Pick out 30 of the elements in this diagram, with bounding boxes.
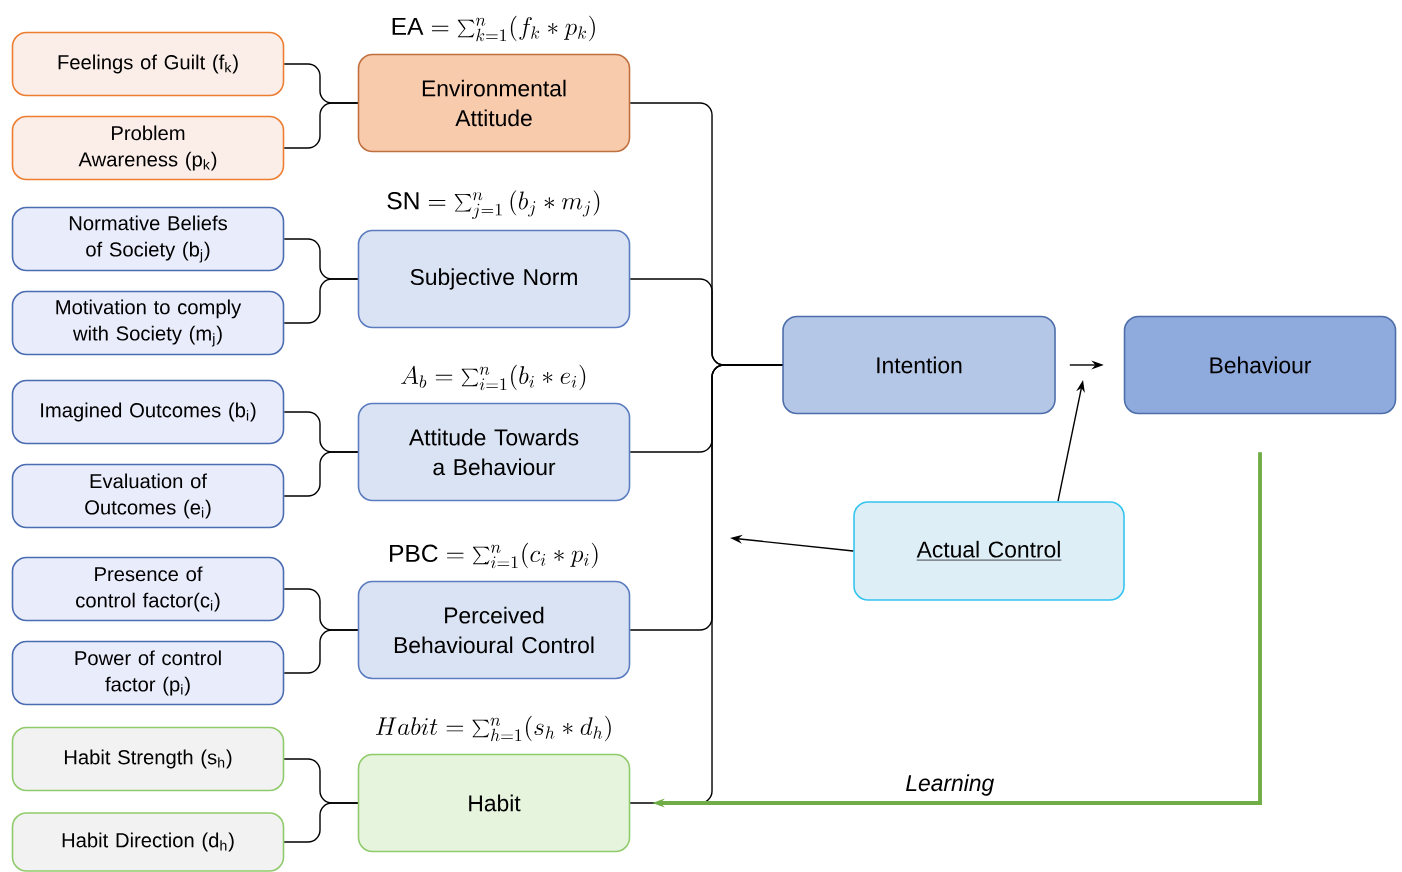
construct-box: Subjective Norm bbox=[357, 229, 631, 329]
formula: $A_b = \sum_{i=1}^{n}(b_i * e_i)$ bbox=[401, 364, 586, 391]
formula: $\mathrm{EA} = \sum_{k=1}^{n}(f_k * p_k)$ bbox=[392, 15, 595, 42]
factor-box: Feelings of Guilt (f$_{k}$) bbox=[11, 31, 285, 97]
edge-label: Learning bbox=[906, 774, 994, 796]
factor-box: Power of control factor (p$_{i}$) bbox=[11, 640, 285, 706]
brace bbox=[283, 102, 359, 149]
formula: $\mathrm{SN} = \sum_{j=1}^{n}\left(b_j * m_j\right)$ bbox=[387, 190, 600, 219]
brace bbox=[629, 364, 783, 804]
brace bbox=[283, 629, 359, 674]
formula: $Habit = \sum_{h=1}^{n}(s_h * d_h)$ bbox=[375, 715, 611, 742]
construct-box: Habit bbox=[357, 753, 631, 853]
formula: $\mathrm{PBC} = \sum_{i=1}^{n}(c_i * p_i)$ bbox=[390, 542, 598, 569]
construct-box: Environmental Attitude bbox=[357, 53, 631, 153]
factor-box: Normative Beliefs of Society (b$_{j}$) bbox=[11, 206, 285, 272]
factor-box: Evaluation of Outcomes (e$_{i}$) bbox=[11, 463, 285, 529]
factor-box: Presence of control factor(c$_{i}$) bbox=[11, 556, 285, 622]
factor-box: Problem Awareness (p$_{k}$) bbox=[11, 115, 285, 181]
brace bbox=[283, 802, 359, 843]
brace bbox=[283, 451, 359, 497]
control-box: Actual Control bbox=[853, 501, 1125, 601]
construct-box: Attitude Towards a Behaviour bbox=[357, 402, 631, 502]
construct-box: Perceived Behavioural Control bbox=[357, 580, 631, 680]
factor-box: Imagined Outcomes (b$_{i}$) bbox=[11, 379, 285, 445]
brace bbox=[283, 278, 359, 324]
factor-box: Habit Strength (s$_{h}$) bbox=[11, 726, 285, 792]
factor-box: Motivation to comply with Society (m$_{j}$) bbox=[11, 290, 285, 356]
factor-box: Habit Direction (d$_{h}$) bbox=[11, 812, 285, 872]
intention-box: Intention bbox=[782, 315, 1056, 415]
behaviour-box: Behaviour bbox=[1123, 315, 1397, 415]
